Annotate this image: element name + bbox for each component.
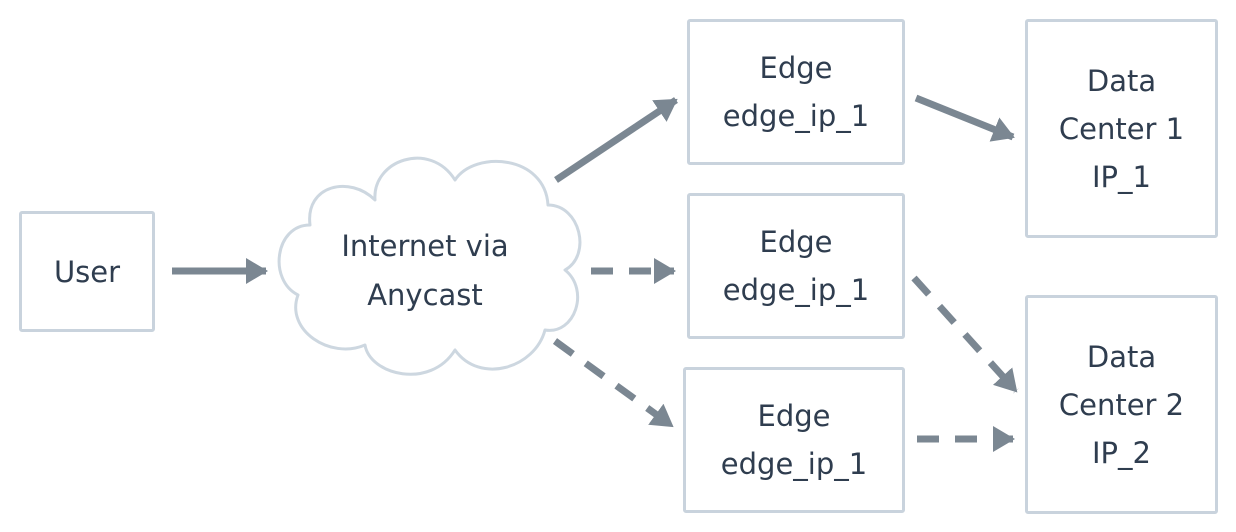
arrow-edge-1-to-datacenter-1 <box>914 94 1015 142</box>
datacenter-1-line-2: Center 1 <box>1058 111 1185 146</box>
datacenter-2-line-1: Data <box>1086 339 1157 374</box>
datacenter-node-1: Data Center 1 IP_1 <box>1025 19 1218 238</box>
datacenter-2-line-2: Center 2 <box>1058 387 1185 422</box>
edge-node-1-title: Edge <box>759 51 833 85</box>
edge-node-2-ip: edge_ip_1 <box>722 273 870 307</box>
edge-node-3: Edge edge_ip_1 <box>683 367 905 513</box>
datacenter-1-ip: IP_1 <box>1092 159 1151 194</box>
user-label: User <box>53 254 121 289</box>
arrow-internet-to-edge-3 <box>552 338 675 429</box>
internet-label-line-2: Anycast <box>367 278 483 312</box>
edge-node-3-title: Edge <box>757 399 831 433</box>
edge-node-2-title: Edge <box>759 225 833 259</box>
edge-node-3-ip: edge_ip_1 <box>720 447 868 481</box>
datacenter-2-ip: IP_2 <box>1092 435 1151 470</box>
user-node: User <box>19 211 155 332</box>
edge-node-2: Edge edge_ip_1 <box>687 193 905 339</box>
internet-label-line-1: Internet via <box>341 229 509 263</box>
internet-cloud-shape <box>277 156 582 376</box>
edge-node-1-ip: edge_ip_1 <box>722 99 870 133</box>
arrow-edge-2-to-datacenter-2 <box>911 275 1019 394</box>
datacenter-1-line-1: Data <box>1086 63 1157 98</box>
internet-cloud-label: Internet via Anycast <box>320 222 530 320</box>
arrow-internet-to-edge-1 <box>554 97 678 183</box>
datacenter-node-2: Data Center 2 IP_2 <box>1025 295 1218 514</box>
edge-node-1: Edge edge_ip_1 <box>687 19 905 165</box>
